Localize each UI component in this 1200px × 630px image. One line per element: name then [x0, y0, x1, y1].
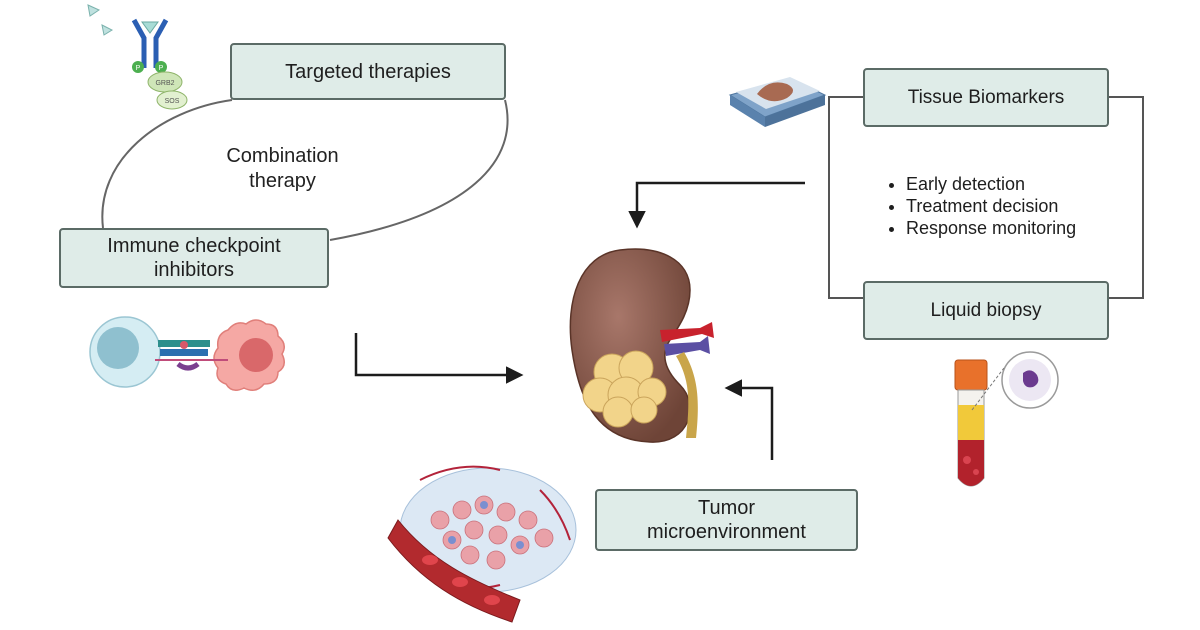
combination-loop-right — [329, 99, 509, 241]
slide-tissue-icon — [728, 77, 827, 127]
grb2-label: GRB2 — [155, 80, 174, 87]
blood-tube-icon — [954, 351, 1059, 487]
tissue-biomarkers-label: Tissue Biomarkers — [907, 86, 1065, 108]
biomarker-use-item: Treatment decision — [906, 195, 1076, 217]
kidney-tumor-icon — [569, 248, 714, 443]
biomarker-bracket-right — [1109, 96, 1144, 299]
biomarker-use-item: Response monitoring — [906, 217, 1076, 239]
combination-therapy-label: Combination therapy — [226, 145, 339, 192]
liquid-biopsy-box: Liquid biopsy — [863, 281, 1109, 340]
immune-checkpoint-inhibitors-label: Immune checkpoint inhibitors — [107, 235, 281, 281]
arrow-therapies-to-kidney — [354, 333, 524, 384]
tissue-biomarkers-box: Tissue Biomarkers — [863, 68, 1109, 127]
tumor-microenvironment-label: Tumor microenvironment — [647, 497, 806, 543]
phospho-label-right: P — [159, 65, 164, 72]
biomarker-bracket-left — [828, 96, 864, 299]
targeted-therapies-box: Targeted therapies — [230, 43, 506, 100]
t-cell-tumor-cell-icon — [89, 316, 285, 391]
arrow-biomarkers-to-kidney — [628, 181, 805, 229]
antibody-receptor-icon: P P GRB2 SOS — [87, 4, 188, 110]
biomarker-uses-list: Early detection Treatment decision Respo… — [884, 173, 1076, 239]
sos-label: SOS — [165, 98, 180, 105]
tumor-mass — [582, 350, 667, 428]
immune-checkpoint-inhibitors-box: Immune checkpoint inhibitors — [59, 228, 329, 288]
phospho-label-left: P — [136, 65, 141, 72]
arrow-microenvironment-to-kidney — [724, 379, 774, 460]
biomarker-use-item: Early detection — [906, 173, 1076, 195]
combination-loop — [101, 99, 233, 229]
targeted-therapies-label: Targeted therapies — [285, 60, 451, 83]
tumor-vessel-icon — [387, 465, 577, 623]
tumor-microenvironment-box: Tumor microenvironment — [595, 489, 858, 551]
liquid-biopsy-label: Liquid biopsy — [930, 299, 1042, 321]
